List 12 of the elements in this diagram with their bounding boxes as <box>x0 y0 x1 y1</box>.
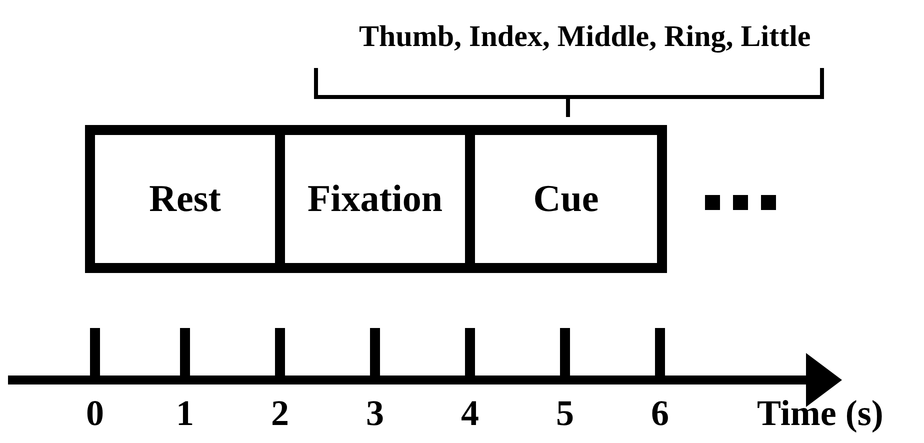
tick-label: 5 <box>556 395 574 431</box>
axis-title: Time (s) <box>757 395 884 431</box>
tick-label: 6 <box>651 395 669 431</box>
phase-label: Rest <box>149 177 221 221</box>
phase-label: Cue <box>533 177 599 221</box>
tick-label: 4 <box>461 395 479 431</box>
bracket-label: Thumb, Index, Middle, Ring, Little <box>359 22 811 52</box>
tick-label: 3 <box>366 395 384 431</box>
tick-label: 2 <box>271 395 289 431</box>
phase-label: Fixation <box>307 177 443 221</box>
tick-label: 0 <box>86 395 104 431</box>
tick-label: 1 <box>176 395 194 431</box>
